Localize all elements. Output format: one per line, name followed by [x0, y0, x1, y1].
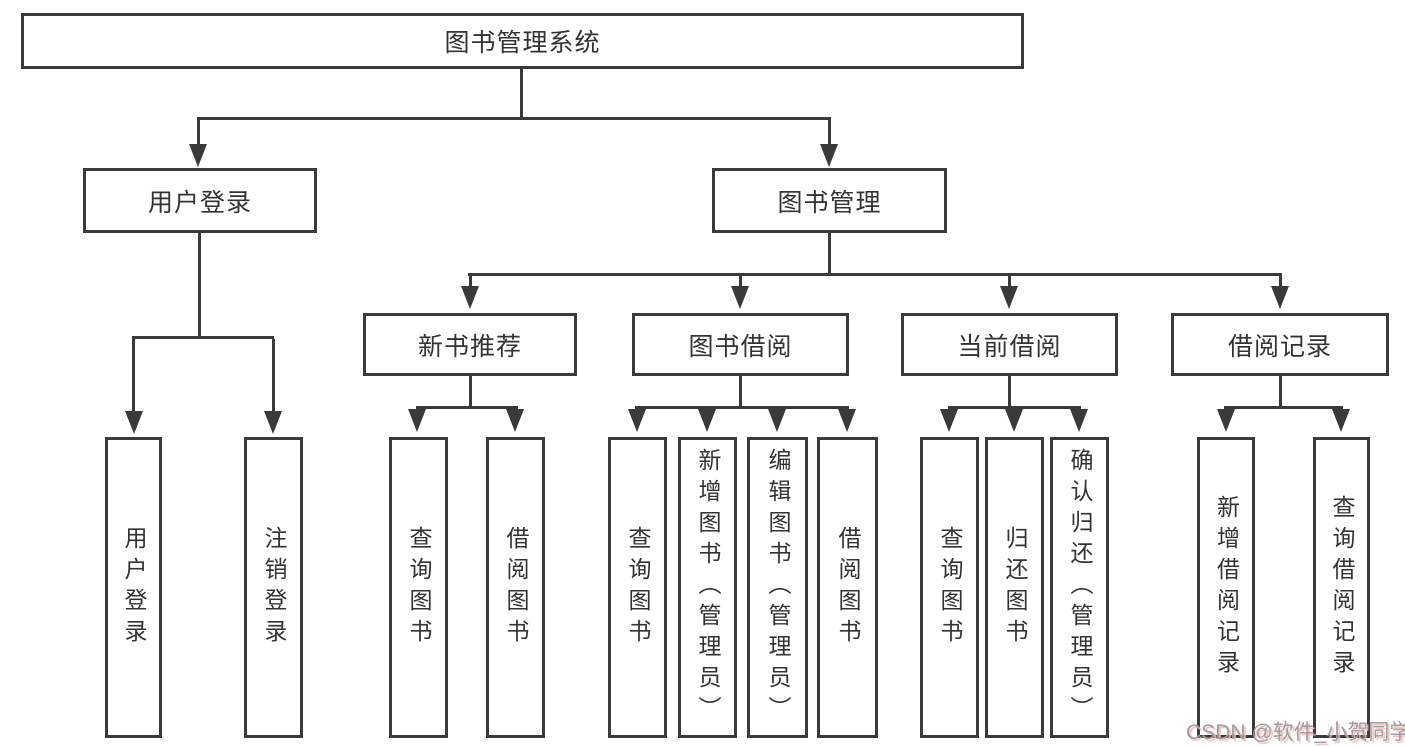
node-current-borrow-label: 当前借阅 [957, 332, 1062, 361]
arrow-down-icon [189, 144, 207, 167]
connector-recommend-stem [469, 376, 472, 409]
connector-borrow-stem [739, 376, 742, 409]
node-borrow-records-label: 借阅记录 [1227, 332, 1332, 361]
connector-current-stem [1008, 376, 1011, 409]
leaf-add-book-admin: 新增图书（管理员） [678, 437, 737, 738]
connector-records-stem [1279, 376, 1282, 409]
node-book-management-label: 图书管理 [777, 188, 882, 217]
leaf-current-query-book: 查询图书 [920, 437, 979, 738]
leaf-logout-label: 注销登录 [261, 525, 287, 650]
leaf-user-login: 用户登录 [105, 437, 162, 738]
connector-drop-module-1 [469, 276, 472, 289]
arrow-down-icon [461, 286, 479, 309]
connector-drop-leaf [272, 339, 275, 414]
leaf-confirm-return-admin-label: 确认归还（管理员） [1067, 448, 1093, 727]
arrow-down-icon [408, 409, 426, 432]
connector-drop-user-login [197, 117, 200, 147]
arrow-down-icon [1271, 286, 1289, 309]
connector-user-rail [132, 336, 274, 339]
leaf-recommend-query-book: 查询图书 [389, 437, 448, 738]
connector-level3-rail [468, 273, 1282, 276]
leaf-return-book-label: 归还图书 [1002, 525, 1028, 650]
leaf-user-login-label: 用户登录 [121, 525, 147, 650]
connector-drop-module-4 [1279, 276, 1282, 289]
node-book-borrow-label: 图书借阅 [688, 332, 793, 361]
leaf-query-borrow-record: 查询借阅记录 [1313, 437, 1370, 738]
node-new-book-recommend-label: 新书推荐 [417, 332, 522, 361]
arrow-down-icon [264, 411, 282, 434]
arrow-down-icon [768, 409, 786, 432]
leaf-borrow-book-label: 借阅图书 [835, 525, 861, 650]
connector-user-login-stem [198, 233, 201, 339]
leaf-recommend-query-book-label: 查询图书 [406, 525, 432, 650]
root-node-label: 图书管理系统 [444, 29, 601, 57]
connector-drop-module-3 [1008, 276, 1011, 289]
arrow-down-icon [1332, 409, 1350, 432]
arrow-down-icon [1070, 409, 1088, 432]
connector-level2-rail [197, 117, 831, 120]
leaf-borrow-query-book: 查询图书 [608, 437, 667, 738]
arrow-down-icon [1000, 286, 1018, 309]
connector-recommend-rail [416, 406, 518, 409]
arrow-down-icon [628, 409, 646, 432]
connector-current-rail [948, 406, 1081, 409]
arrow-down-icon [1217, 409, 1235, 432]
csdn-watermark: CSDN @软件_小贺同学 [1186, 721, 1405, 744]
arrow-down-icon [940, 409, 958, 432]
arrow-down-icon [125, 411, 143, 434]
connector-drop-module-2 [739, 276, 742, 289]
leaf-add-borrow-record: 新增借阅记录 [1197, 437, 1255, 738]
arrow-down-icon [731, 286, 749, 309]
leaf-recommend-borrow-book: 借阅图书 [486, 437, 545, 738]
leaf-return-book: 归还图书 [985, 437, 1044, 738]
connector-drop-leaf [132, 339, 135, 414]
leaf-recommend-borrow-book-label: 借阅图书 [503, 525, 529, 650]
leaf-add-book-admin-label: 新增图书（管理员） [695, 448, 721, 727]
node-current-borrow: 当前借阅 [901, 313, 1118, 376]
connector-borrow-rail [635, 406, 849, 409]
arrow-down-icon [698, 409, 716, 432]
arrow-down-icon [1005, 409, 1023, 432]
node-user-login: 用户登录 [83, 168, 317, 233]
node-user-login-label: 用户登录 [147, 188, 252, 217]
leaf-logout: 注销登录 [244, 437, 303, 738]
leaf-current-query-book-label: 查询图书 [937, 525, 963, 650]
leaf-borrow-query-book-label: 查询图书 [625, 525, 651, 650]
node-new-book-recommend: 新书推荐 [363, 313, 577, 376]
node-book-management: 图书管理 [712, 168, 947, 233]
root-node-library-system: 图书管理系统 [21, 13, 1024, 69]
leaf-confirm-return-admin: 确认归还（管理员） [1050, 437, 1109, 738]
leaf-borrow-book: 借阅图书 [817, 437, 878, 738]
node-borrow-records: 借阅记录 [1171, 313, 1389, 376]
arrow-down-icon [838, 409, 856, 432]
connector-book-mgmt-stem [828, 233, 831, 276]
connector-root-stem [520, 69, 523, 118]
leaf-add-borrow-record-label: 新增借阅记录 [1213, 494, 1240, 681]
node-book-borrow: 图书借阅 [632, 313, 849, 376]
leaf-edit-book-admin-label: 编辑图书（管理员） [765, 448, 791, 727]
arrow-down-icon [820, 144, 838, 167]
connector-drop-book-mgmt [828, 117, 831, 147]
connector-records-rail [1224, 406, 1343, 409]
leaf-edit-book-admin: 编辑图书（管理员） [747, 437, 808, 738]
arrow-down-icon [506, 409, 524, 432]
leaf-query-borrow-record-label: 查询借阅记录 [1329, 494, 1355, 681]
